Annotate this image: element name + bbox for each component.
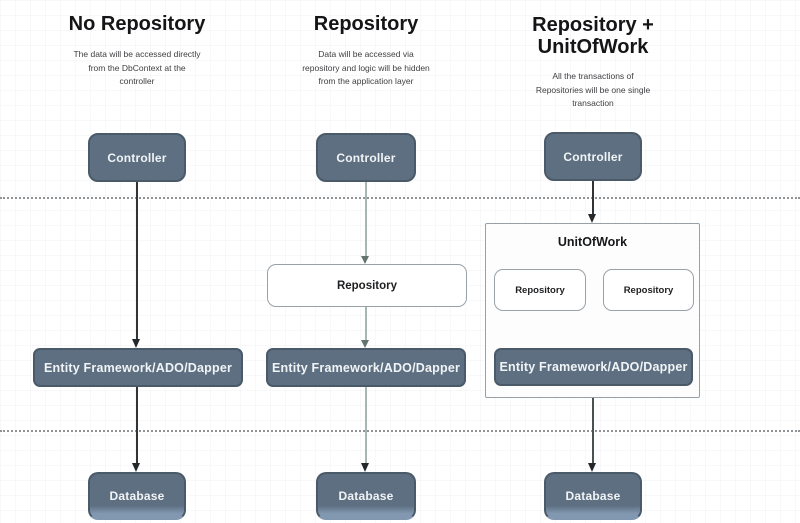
controller-node-col3: Controller	[544, 132, 642, 181]
arrow-controller-to-ef-col1	[136, 182, 138, 339]
ef-node-col2: Entity Framework/ADO/Dapper	[266, 348, 466, 387]
description-line: All the transactions of	[552, 71, 634, 81]
description-line: The data will be accessed directly	[73, 49, 201, 59]
description-line: repository and logic will be hidden	[302, 62, 430, 73]
repository-node-col2: Repository	[267, 264, 467, 307]
arrow-controller-to-unitofwork-col3	[592, 181, 594, 215]
ef-node-col3: Entity Framework/ADO/Dapper	[494, 348, 693, 386]
description-line: controller	[119, 76, 155, 86]
arrowhead-icon	[361, 463, 369, 472]
controller-node-col2: Controller	[316, 133, 416, 182]
repository-node-uow-1: Repository	[494, 269, 586, 311]
arrow-repository-to-ef-col2	[365, 307, 367, 340]
arrowhead-icon	[132, 463, 140, 472]
ef-node-col1: Entity Framework/ADO/Dapper	[33, 348, 243, 387]
arrow-controller-to-repository-col2	[365, 182, 367, 256]
upper-layer-divider-line	[0, 197, 800, 199]
column-title-repository-unitofwork: Repository + UnitOfWork	[532, 14, 654, 58]
column-description-no-repository: The data will be accessed directly from …	[52, 48, 222, 89]
column-description-repository-unitofwork: All the transactions of Repositories wil…	[508, 70, 678, 111]
description-line: Data will be accessed via	[318, 49, 414, 59]
arrowhead-icon	[588, 463, 596, 472]
description-line: Repositories will be one single	[535, 84, 651, 95]
arrowhead-icon	[361, 340, 369, 348]
column-description-repository: Data will be accessed via repository and…	[281, 48, 451, 89]
arrowhead-icon	[361, 256, 369, 264]
controller-node-col1: Controller	[88, 133, 186, 182]
arrowhead-icon	[132, 339, 140, 348]
description-line: transaction	[572, 98, 614, 108]
column-title-no-repository: No Repository	[68, 13, 206, 35]
description-line: from the DbContext at the	[88, 62, 186, 73]
unitofwork-label: UnitOfWork	[557, 235, 628, 249]
description-line: from the application layer	[318, 76, 414, 86]
database-node-col1: Database	[88, 472, 186, 520]
arrowhead-icon	[588, 214, 596, 223]
arrow-ef-to-database-col1	[136, 387, 138, 463]
database-node-col2: Database	[316, 472, 416, 520]
database-node-col3: Database	[544, 472, 642, 520]
lower-layer-divider-line	[0, 430, 800, 432]
arrow-ef-to-database-col2	[365, 387, 367, 463]
repository-node-uow-2: Repository	[603, 269, 694, 311]
column-title-repository: Repository	[313, 13, 419, 35]
unitofwork-container: UnitOfWork Repository Repository Entity …	[485, 223, 700, 398]
arrow-unitofwork-to-database-col3	[592, 398, 594, 463]
